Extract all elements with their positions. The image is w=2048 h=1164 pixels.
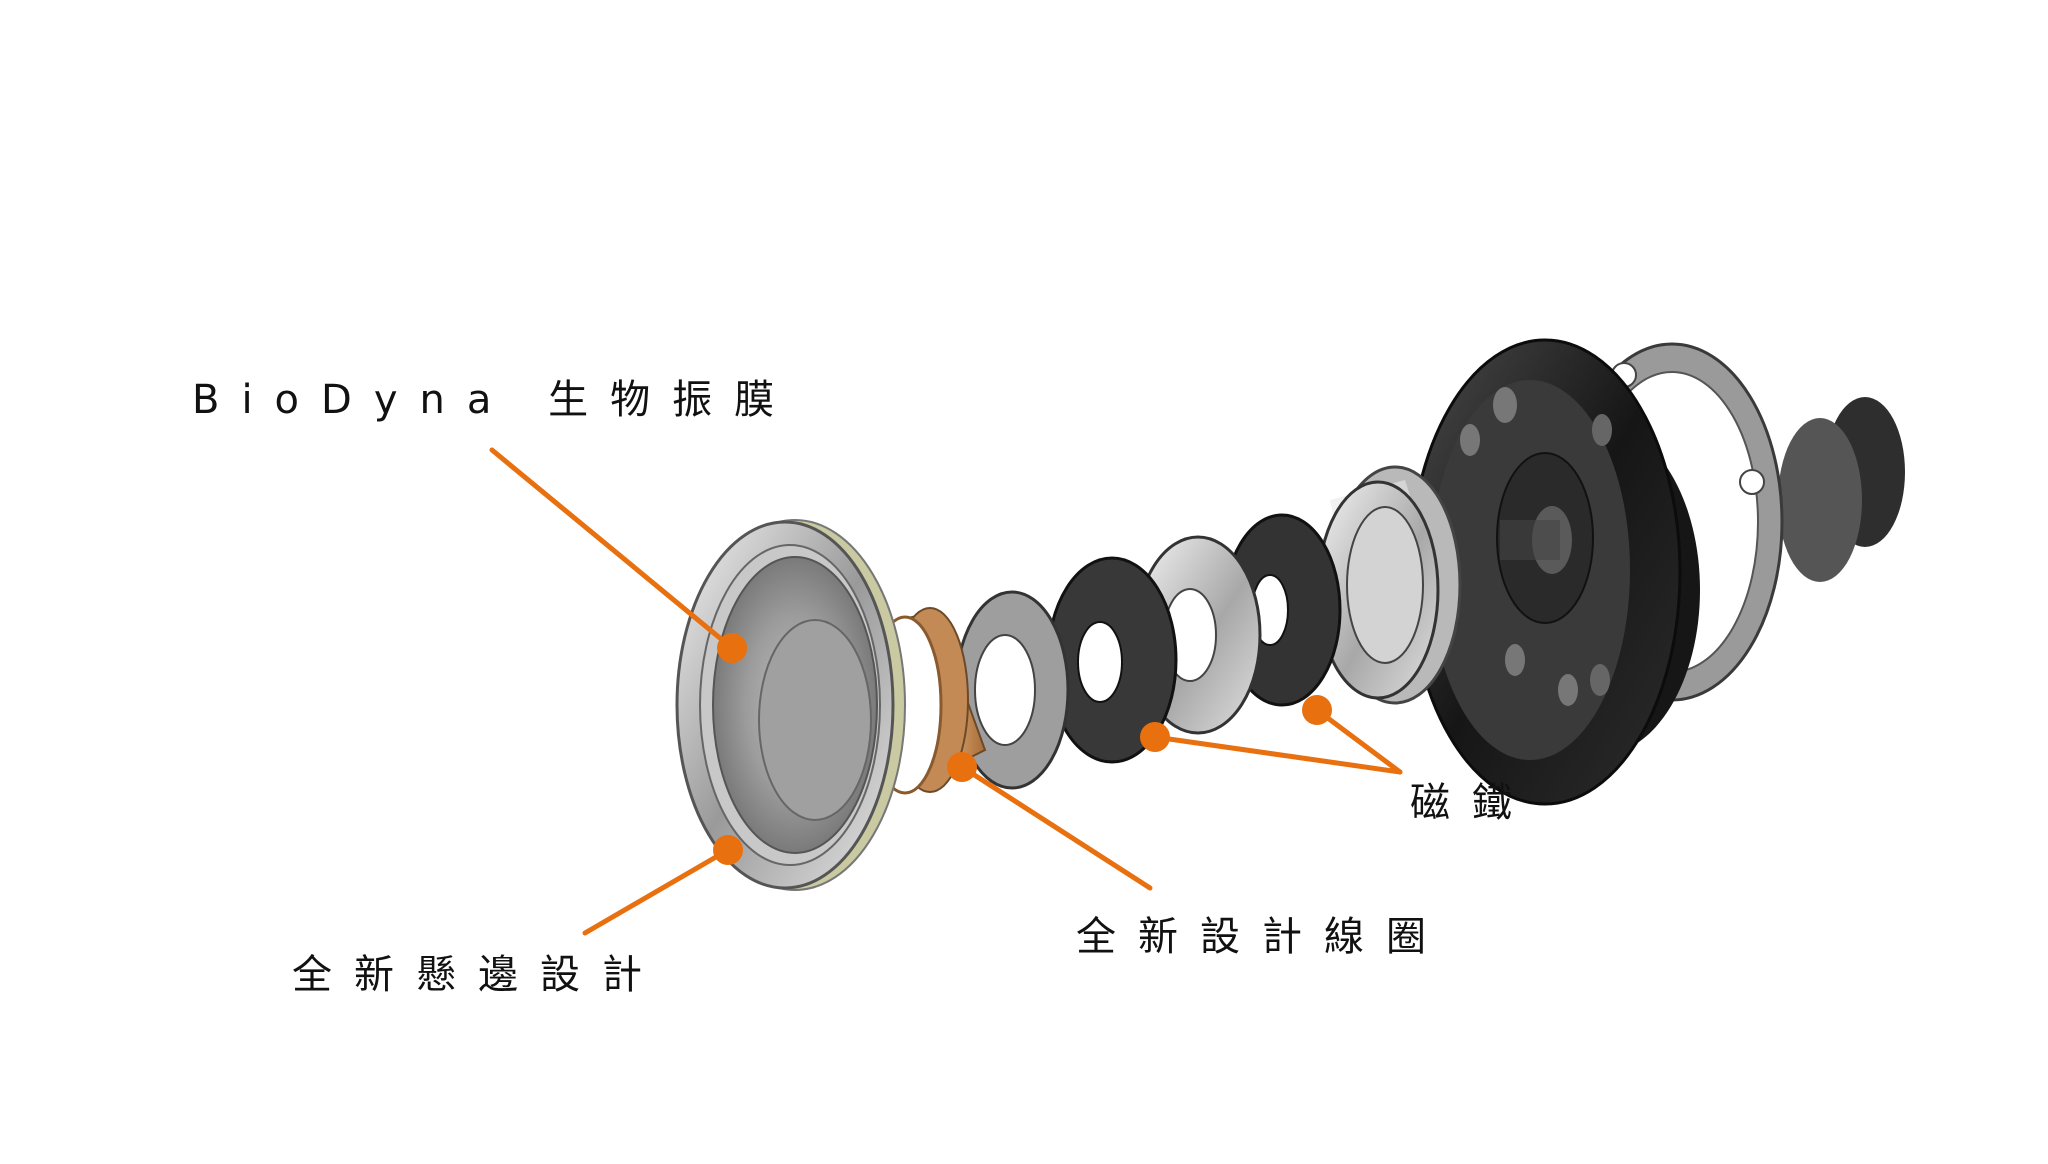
label-magnet: 磁鐵 bbox=[1410, 780, 1534, 826]
callout-dot-magnet-a bbox=[1140, 722, 1170, 752]
callout-line-diaphragm bbox=[489, 447, 735, 651]
callout-dot-coil bbox=[947, 752, 977, 782]
magnet-cup bbox=[1316, 465, 1462, 705]
callout-line-surround bbox=[582, 847, 731, 936]
label-biodyna-diaphragm: BioDyna 生物振膜 bbox=[192, 377, 797, 423]
callout-dot-magnet-b bbox=[1302, 695, 1332, 725]
callout-line-magnet-b bbox=[1314, 707, 1403, 775]
magnet-disc-front bbox=[1046, 556, 1178, 764]
diaphragm bbox=[675, 519, 906, 891]
callout-dot-diaphragm bbox=[717, 633, 747, 663]
callout-dot-surround bbox=[713, 835, 743, 865]
callout-dots bbox=[713, 633, 1332, 865]
rear-cap bbox=[1778, 397, 1905, 582]
label-surround: 全新懸邊設計 bbox=[292, 952, 664, 998]
callout-line-magnet-a bbox=[1152, 734, 1403, 775]
callout-lines bbox=[489, 447, 1403, 936]
rear-housing bbox=[1408, 338, 1700, 806]
label-voice-coil: 全新設計線圈 bbox=[1076, 914, 1448, 960]
callout-line-coil bbox=[959, 764, 1153, 891]
